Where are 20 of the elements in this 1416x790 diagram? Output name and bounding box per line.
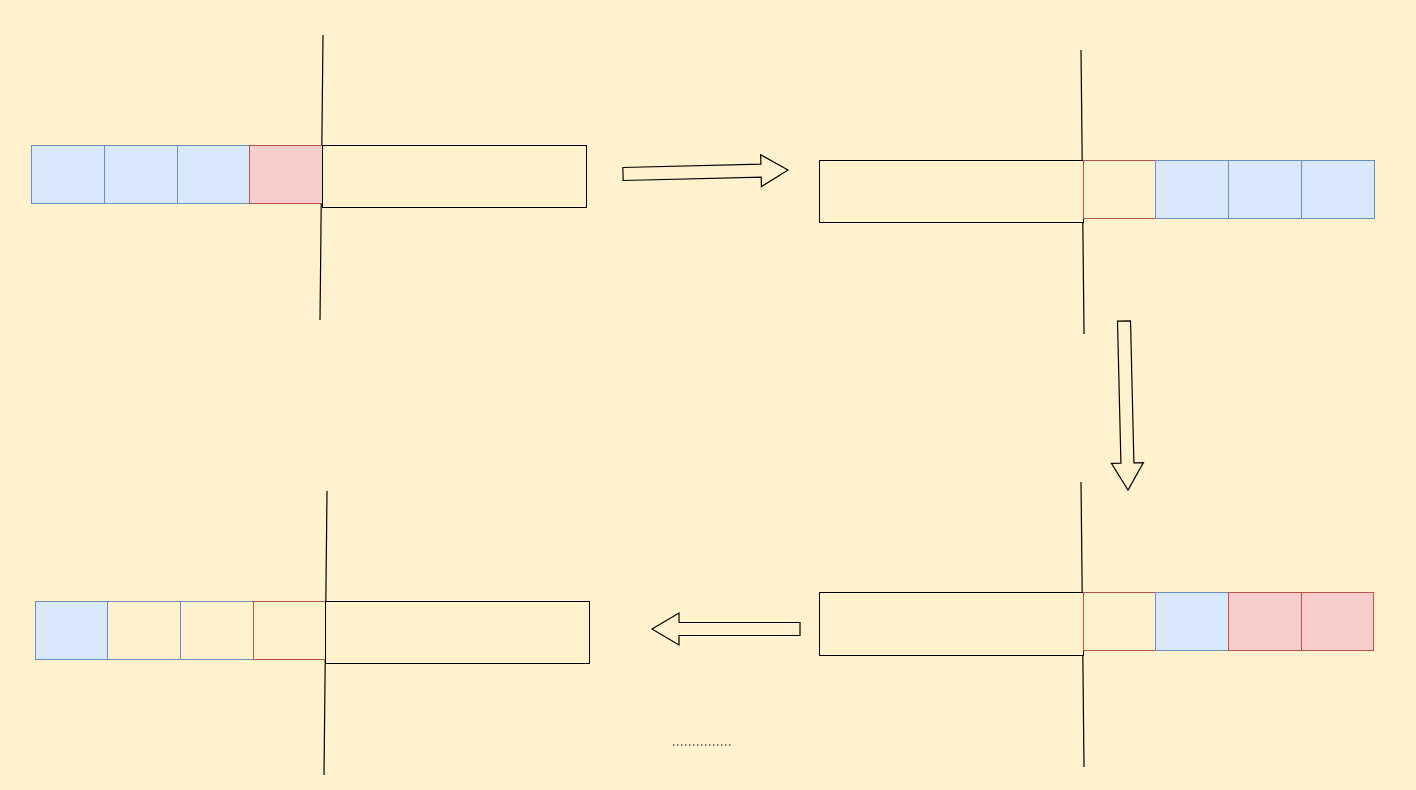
cell [180,601,254,660]
cell [249,145,323,204]
cell [1155,160,1229,219]
cell [31,145,105,204]
cell [107,601,181,660]
cell [104,145,178,204]
cell [177,145,250,204]
cell [1083,592,1156,651]
cell [1228,592,1302,651]
cell [1301,592,1374,651]
cell [1301,160,1375,219]
cell [1083,160,1156,219]
cell [253,601,326,660]
block [322,145,587,208]
cell [1228,160,1302,219]
cell [35,601,108,660]
block-arrow [650,611,801,647]
block-arrow [622,153,790,188]
block-arrow [1110,320,1145,492]
cell [1155,592,1229,651]
